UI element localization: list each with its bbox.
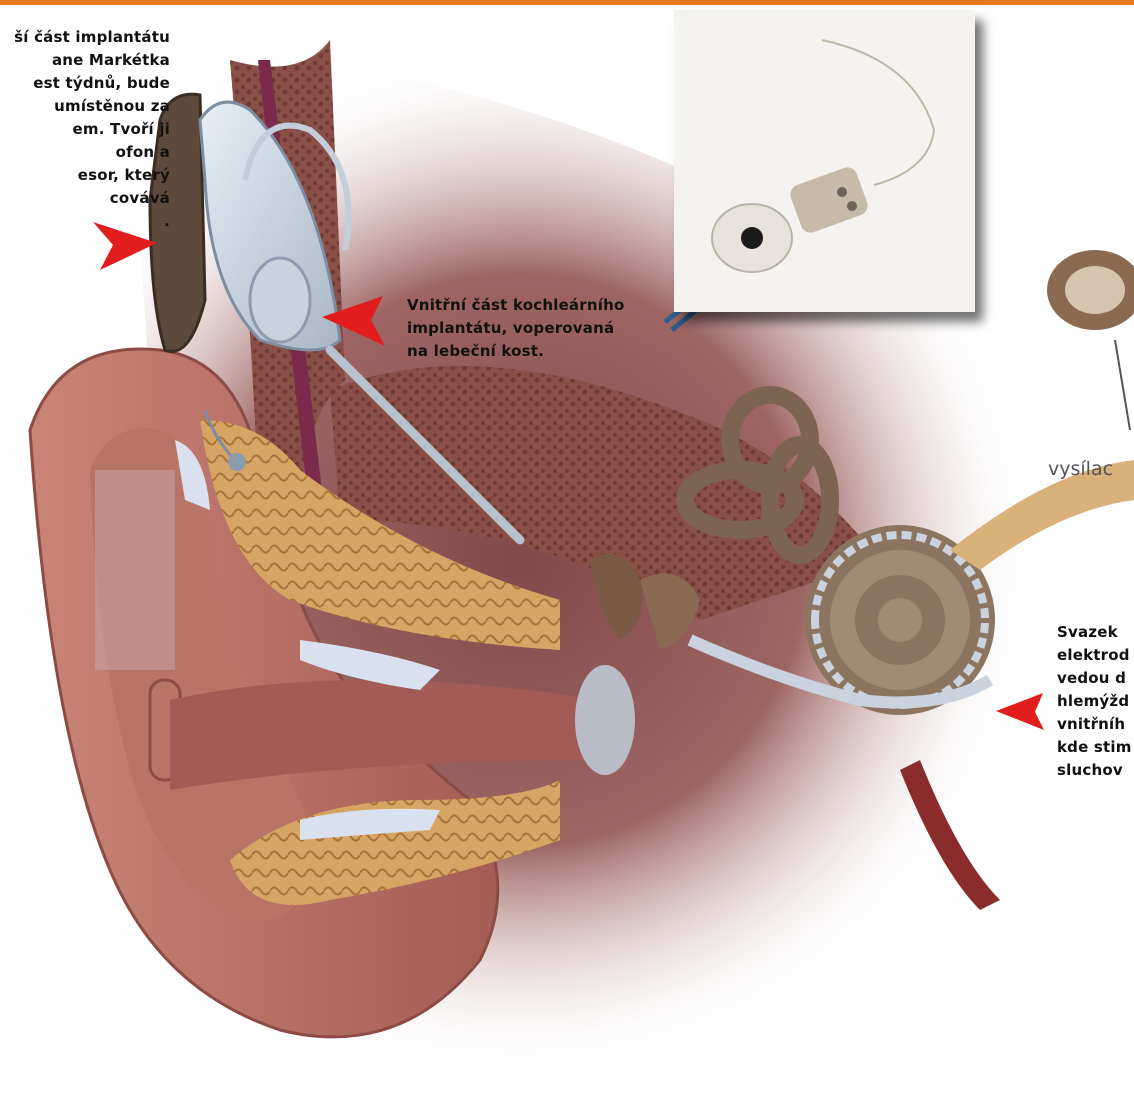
eardrum bbox=[575, 665, 635, 775]
transmitter-device bbox=[1047, 250, 1134, 430]
external-part-label: ší část implantátu ane Markétka est týdn… bbox=[0, 26, 170, 233]
electrodes-label: Svazek elektrod vedou d hlemýžd vnitřníh… bbox=[1057, 621, 1132, 782]
internal-part-label: Vnitřní část kochleárního implantátu, vo… bbox=[407, 294, 624, 363]
ear-hook-tip bbox=[228, 453, 246, 471]
implant-photo-image bbox=[674, 10, 975, 312]
magnet-disc bbox=[250, 258, 310, 342]
transmitter-label: vysílac bbox=[1048, 458, 1113, 480]
ear-canal-highlight bbox=[95, 470, 175, 670]
implant-photo bbox=[674, 10, 975, 312]
